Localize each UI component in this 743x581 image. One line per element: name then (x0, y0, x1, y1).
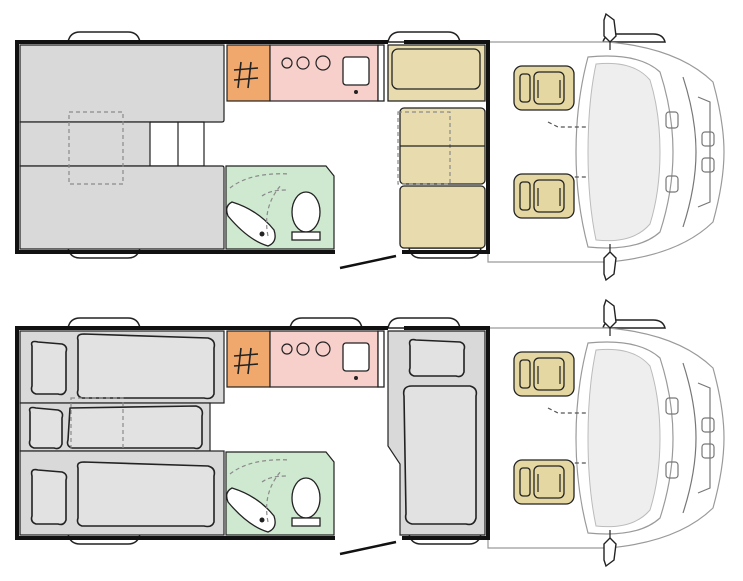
hob-icon (281, 341, 331, 357)
mattress (76, 461, 216, 528)
pillow (30, 340, 68, 396)
fridge-icon (226, 330, 271, 388)
outer-wall (402, 40, 490, 254)
driver-seat (513, 351, 575, 397)
bed-lower (19, 165, 225, 250)
passenger-seat (513, 459, 575, 505)
sink-icon (342, 342, 370, 372)
floor-plan-night (15, 299, 725, 567)
mattress (76, 333, 216, 400)
pillow (28, 406, 64, 450)
outer-wall (15, 326, 388, 540)
fridge-icon (226, 44, 271, 102)
door-icon (339, 254, 397, 270)
hob-icon (281, 55, 331, 71)
mattress (66, 405, 204, 450)
outer-wall (15, 40, 388, 254)
shower-icon (229, 173, 291, 237)
floor-plan-day (15, 13, 725, 281)
bed-upper (19, 44, 225, 123)
pillow (408, 338, 466, 378)
mattress (402, 385, 478, 526)
door-icon (339, 540, 397, 556)
sink-icon (342, 56, 370, 86)
shower-icon (229, 459, 291, 523)
dinette-bench (399, 185, 486, 249)
outer-wall (402, 326, 490, 540)
toilet-icon (291, 191, 321, 241)
pillow (30, 468, 68, 526)
roof-hatch (70, 397, 124, 467)
passenger-seat (513, 173, 575, 219)
bed-middle (19, 121, 151, 167)
driver-seat (513, 65, 575, 111)
toilet-icon (291, 477, 321, 527)
